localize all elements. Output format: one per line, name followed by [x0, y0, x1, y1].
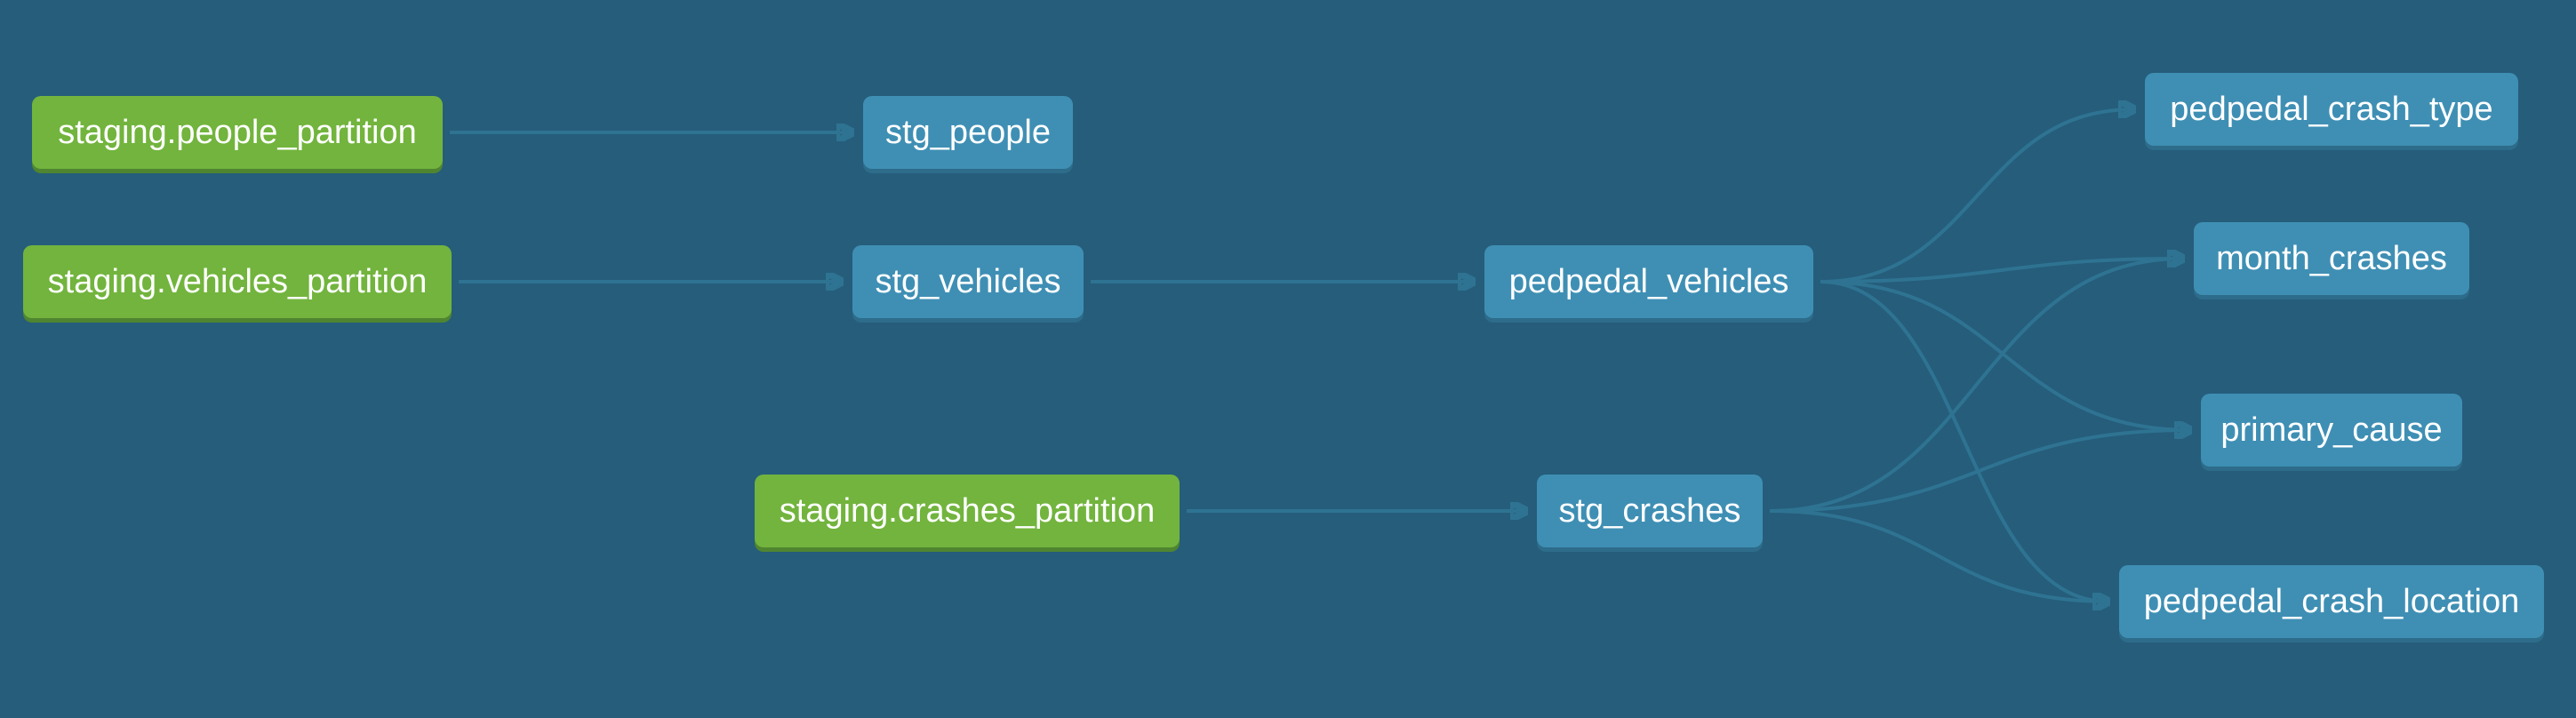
- node-stg-people[interactable]: stg_people: [863, 96, 1073, 169]
- edge-stg_crashes-to-pedpedal_crash_location: [1769, 509, 2108, 602]
- edge-pedpedal_vehicles-to-pedpedal_crash_type: [1820, 109, 2134, 283]
- edge-pedpedal_vehicles-to-pedpedal_crash_location: [1820, 280, 2108, 602]
- edge-stg_crashes-to-month_crashes: [1769, 259, 2183, 513]
- node-staging-vehicles-partition[interactable]: staging.vehicles_partition: [23, 245, 452, 318]
- node-pedpedal-crash-type[interactable]: pedpedal_crash_type: [2145, 73, 2518, 146]
- node-stg-crashes[interactable]: stg_crashes: [1537, 475, 1763, 547]
- node-pedpedal-vehicles[interactable]: pedpedal_vehicles: [1484, 245, 1813, 318]
- node-pedpedal-crash-location[interactable]: pedpedal_crash_location: [2119, 565, 2544, 638]
- edge-pedpedal_vehicles-to-month_crashes: [1820, 259, 2183, 283]
- edge-stg_crashes-to-primary_cause: [1769, 430, 2190, 513]
- node-stg-vehicles[interactable]: stg_vehicles: [852, 245, 1084, 318]
- edge-pedpedal_vehicles-to-primary_cause: [1820, 280, 2190, 430]
- node-primary-cause[interactable]: primary_cause: [2201, 394, 2462, 467]
- node-month-crashes[interactable]: month_crashes: [2194, 222, 2469, 295]
- node-staging-people-partition[interactable]: staging.people_partition: [32, 96, 443, 169]
- node-staging-crashes-partition[interactable]: staging.crashes_partition: [755, 475, 1180, 547]
